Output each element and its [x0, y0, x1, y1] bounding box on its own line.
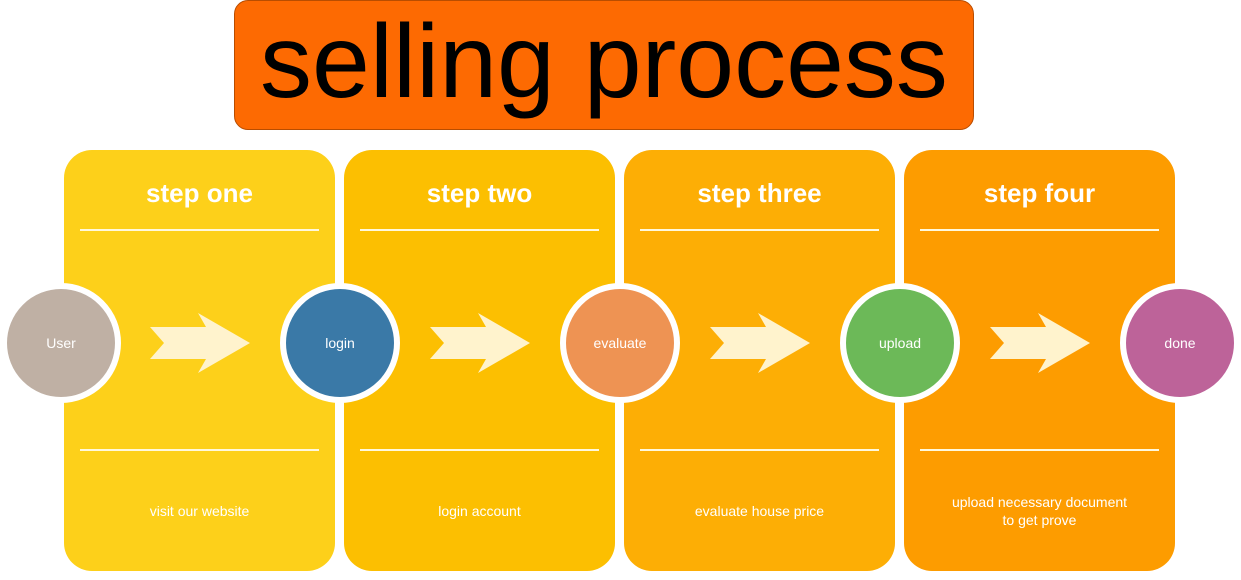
step-description: upload necessary document to get prove — [914, 493, 1165, 529]
divider — [920, 229, 1159, 231]
node-label: User — [46, 335, 76, 351]
node-done: done — [1120, 283, 1240, 403]
step-description: evaluate house price — [694, 503, 825, 519]
step-description: login account — [438, 503, 521, 519]
divider — [80, 449, 319, 451]
node-evaluate: evaluate — [560, 283, 680, 403]
arrow-right-icon — [150, 313, 250, 373]
divider — [360, 229, 599, 231]
step-description-line: upload necessary document — [951, 494, 1128, 510]
node-upload: upload — [840, 283, 960, 403]
step-description-line: to get prove — [1002, 512, 1077, 528]
title-banner: selling process — [234, 0, 974, 130]
divider — [640, 449, 879, 451]
step-title: step four — [983, 178, 1096, 208]
divider — [640, 229, 879, 231]
node-label: upload — [878, 335, 922, 351]
divider — [920, 449, 1159, 451]
divider — [360, 449, 599, 451]
step-card-three: step three evaluate house price — [624, 150, 895, 571]
step-title: step three — [697, 178, 822, 208]
arrow-right-icon — [430, 313, 530, 373]
step-title: step two — [426, 178, 533, 208]
node-label: evaluate — [593, 335, 647, 351]
node-login: login — [280, 283, 400, 403]
step-title: step one — [146, 178, 253, 208]
divider — [80, 229, 319, 231]
node-label: done — [1164, 335, 1196, 351]
node-label: login — [325, 335, 355, 351]
page-title: selling process — [260, 4, 948, 120]
step-description: visit our website — [149, 503, 250, 519]
node-user: User — [1, 283, 121, 403]
arrow-right-icon — [990, 313, 1090, 373]
arrow-right-icon — [710, 313, 810, 373]
